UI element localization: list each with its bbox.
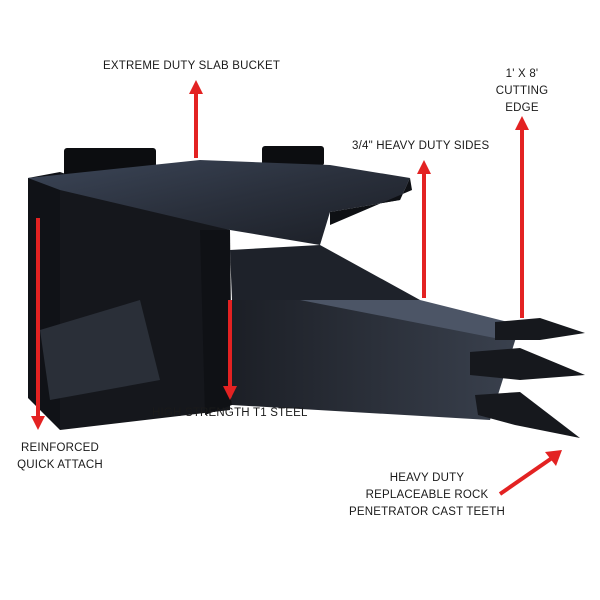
cast-teeth [470, 318, 585, 438]
label-line: REINFORCED [20, 442, 100, 454]
bucket-floor [232, 300, 520, 420]
arrow-teeth [498, 456, 554, 496]
label-line: PENETRATOR CAST TEETH [348, 506, 506, 518]
label-steel: HIGH STRENGTH T1 STEEL [152, 407, 308, 419]
label-quick-attach: REINFORCED QUICK ATTACH [14, 440, 106, 474]
label-line: HEAVY DUTY [389, 472, 465, 484]
callout-arrows [31, 80, 562, 496]
label-teeth: HEAVY DUTY REPLACEABLE ROCK PENETRATOR C… [344, 470, 510, 521]
side-wall [200, 230, 232, 415]
hitch-block-right [262, 146, 324, 166]
label-slab-bucket: EXTREME DUTY SLAB BUCKET [103, 60, 281, 72]
label-cutting-edge: 1' X 8' CUTTING EDGE [490, 66, 554, 117]
label-line: CUTTING [495, 85, 549, 97]
label-sides: 3/4" HEAVY DUTY SIDES [352, 140, 490, 152]
label-line: QUICK ATTACH [17, 459, 103, 471]
label-line: REPLACEABLE ROCK [365, 489, 489, 501]
label-line: EDGE [505, 102, 539, 114]
top-plate [28, 160, 410, 245]
label-line: 1' X 8' [505, 68, 539, 80]
